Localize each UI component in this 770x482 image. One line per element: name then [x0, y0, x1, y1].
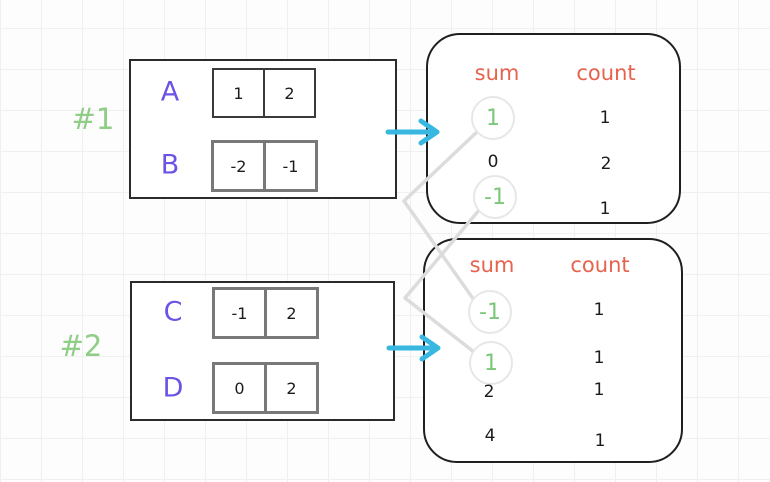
table-2-count-row-0: 1	[593, 300, 605, 320]
table-2-sum-row-2: 2	[483, 382, 495, 402]
table-1-sum-header: sum	[474, 61, 520, 85]
array-b-label: B	[160, 149, 180, 181]
table-1-count-row-1: 2	[600, 154, 612, 174]
array-d-cells: 0 2	[212, 362, 319, 414]
array-a-cells: 1 2	[212, 68, 316, 118]
array-d-cell-0: 0	[234, 378, 245, 398]
array-c-cells: -1 2	[212, 287, 319, 339]
sum-count-table-1	[426, 33, 681, 224]
array-c-label: C	[163, 296, 183, 328]
group-2-label: #2	[59, 329, 103, 363]
table-2-sum-row-3: 4	[484, 426, 496, 446]
table-2-sum-header: sum	[469, 253, 515, 277]
table-2-count-header: count	[570, 253, 630, 277]
array-c-cell-1: 2	[264, 290, 316, 336]
table-1-count-row-0: 1	[599, 108, 611, 128]
table-2-sum-neg1-highlight-circle: -1	[468, 290, 512, 334]
array-b-cell-1: -1	[263, 143, 315, 189]
array-a-cell-0: 1	[233, 83, 244, 103]
table-2-count-row-2: 1	[593, 380, 605, 400]
group-1-label: #1	[71, 102, 115, 136]
array-b-cells: -2 -1	[211, 140, 318, 192]
sum-count-table-2	[423, 238, 683, 463]
table-1-sum-row-1: 0	[487, 152, 499, 172]
table-1-sum-neg1-highlight-circle: -1	[473, 175, 517, 219]
table-2-count-row-1: 1	[593, 348, 605, 368]
table-1-sum-1-highlight-circle: 1	[471, 96, 515, 140]
array-a-label: A	[160, 76, 180, 108]
table-1-count-header: count	[576, 61, 636, 85]
array-b-cell-0: -2	[230, 156, 247, 176]
table-1-count-row-2: 1	[599, 199, 611, 219]
array-a-cell-1: 2	[263, 70, 314, 116]
array-c-cell-0: -1	[231, 303, 248, 323]
array-d-label: D	[162, 372, 184, 404]
array-d-cell-1: 2	[264, 365, 316, 411]
table-2-count-row-3: 1	[594, 431, 606, 451]
table-2-sum-1-highlight-circle: 1	[469, 341, 513, 385]
